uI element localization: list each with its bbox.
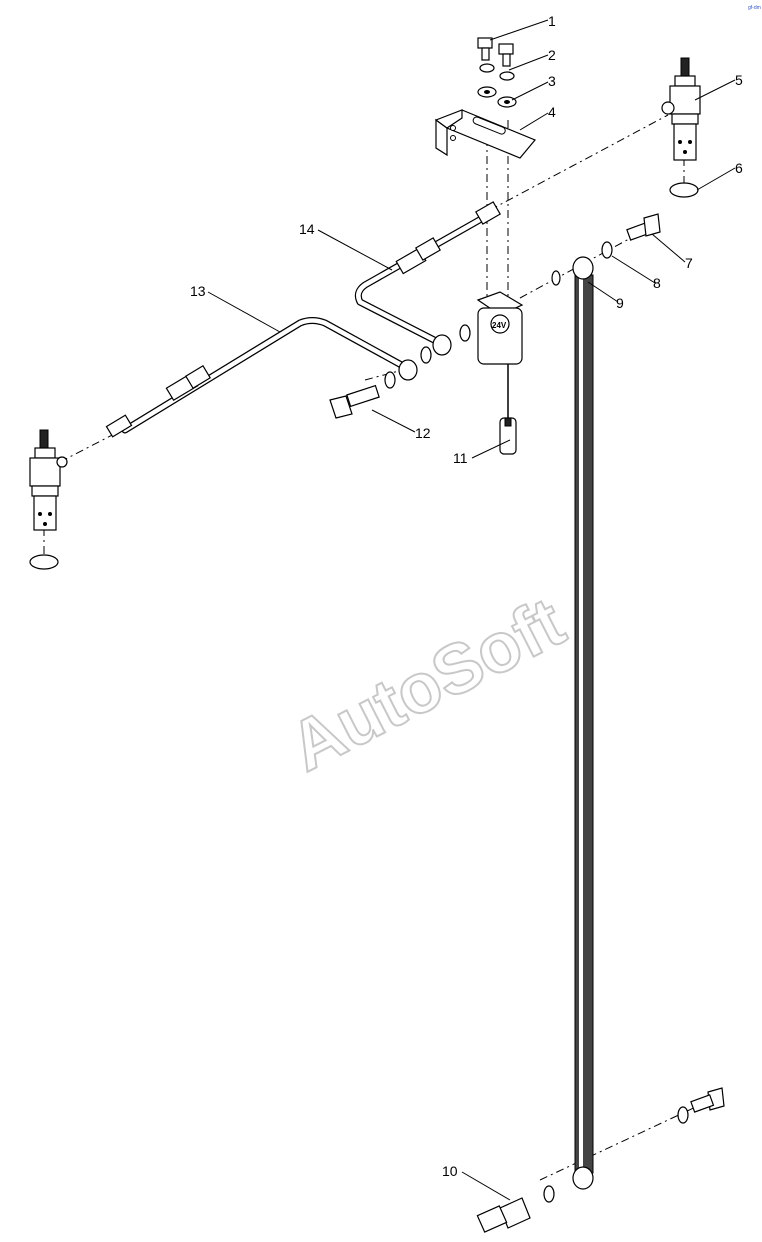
- flat-washers-part-3: [477, 86, 517, 108]
- mounting-bracket-part-4: [434, 109, 536, 159]
- callout-14: 14: [299, 221, 315, 237]
- banjo-bolt-part-7: [626, 213, 661, 241]
- leader-lines: [207, 19, 736, 1201]
- callout-7: 7: [685, 255, 693, 271]
- banjo-bolt-lower: [677, 1087, 725, 1124]
- valve-marking: 24V: [492, 321, 507, 330]
- callout-13: 13: [190, 283, 206, 299]
- callout-11: 11: [453, 450, 468, 466]
- heater-plug-part-5: [661, 57, 701, 161]
- corner-tag: gf-dm: [748, 5, 761, 11]
- connector-part-11: [499, 417, 517, 455]
- callout-1: 1: [548, 13, 556, 29]
- union-fitting-part-10: [476, 1185, 555, 1233]
- fuel-line-part-14: [354, 201, 501, 364]
- bolts-part-1: [477, 37, 514, 67]
- sealing-washer-part-8: [601, 241, 613, 259]
- assembly-lines: [43, 114, 701, 1181]
- heater-plug-left: [29, 429, 68, 570]
- callout-9: 9: [616, 295, 624, 311]
- callout-2: 2: [548, 47, 556, 63]
- callout-4: 4: [548, 104, 556, 120]
- banjo-bolt-part-12: [329, 371, 396, 419]
- callout-8: 8: [653, 275, 661, 291]
- callout-10: 10: [442, 1163, 458, 1179]
- lock-washers-part-2: [479, 63, 515, 81]
- solenoid-valve: 24V: [476, 291, 524, 420]
- callout-numbers: 1 2 3 4 5 6 7 8 9 10 11 12 13 14: [190, 13, 743, 1179]
- o-ring-part-6: [669, 182, 699, 198]
- callout-6: 6: [735, 160, 743, 176]
- callout-3: 3: [548, 73, 556, 89]
- callout-5: 5: [735, 72, 743, 88]
- fuel-line-part-13: [105, 317, 418, 438]
- fuel-hose-part-9: [551, 256, 594, 1190]
- callout-12: 12: [415, 425, 431, 441]
- watermark: AutoSoft: [277, 582, 576, 786]
